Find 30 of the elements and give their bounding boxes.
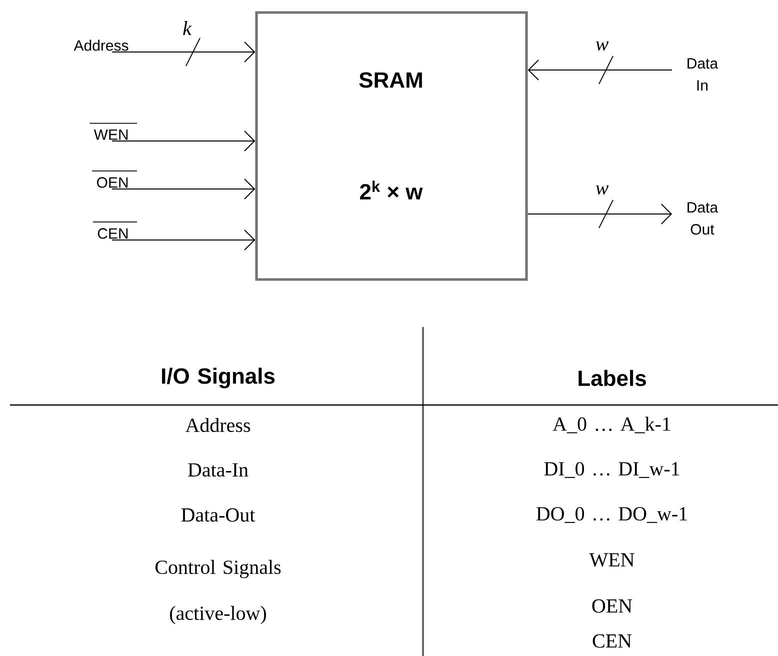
table-cell: Data-Out: [181, 508, 256, 522]
block-title: SRAM: [359, 72, 422, 88]
column-header: Labels: [578, 370, 646, 386]
table-cell: WEN: [589, 553, 634, 567]
table-cell: CEN: [592, 634, 632, 648]
arrow: [112, 178, 256, 200]
arrow: [112, 230, 256, 250]
column-header: I/O Signals: [162, 368, 275, 388]
signal-name: OEN: [97, 177, 128, 188]
bus-width: w: [596, 185, 609, 195]
table-cell: Data-In: [188, 463, 248, 477]
table-cell: A_0 … A_k-1: [552, 416, 670, 434]
block-size: 2$^{k}$ × w: [360, 180, 423, 200]
table-cell: Control Signals (active-low): [155, 560, 281, 624]
memory-block: [255, 11, 528, 281]
table-cell: OEN: [592, 599, 632, 613]
bus-width: w: [596, 41, 609, 51]
signal-name: Data In: [688, 58, 718, 91]
signal-name: Data Out: [688, 202, 718, 235]
arrow: [527, 204, 672, 224]
bus-width: k: [183, 21, 192, 35]
signal-name: WEN: [94, 129, 128, 140]
arrow: [528, 60, 672, 80]
arrow: [112, 42, 256, 62]
signal-name: CEN: [98, 228, 128, 239]
table-cell: DO_0 … DO_w-1: [536, 507, 687, 523]
signal-name: Address: [74, 40, 128, 51]
table-cell: DI_0 … DI_w-1: [544, 462, 680, 478]
arrow: [112, 130, 256, 152]
table-cell: Address: [185, 418, 250, 432]
